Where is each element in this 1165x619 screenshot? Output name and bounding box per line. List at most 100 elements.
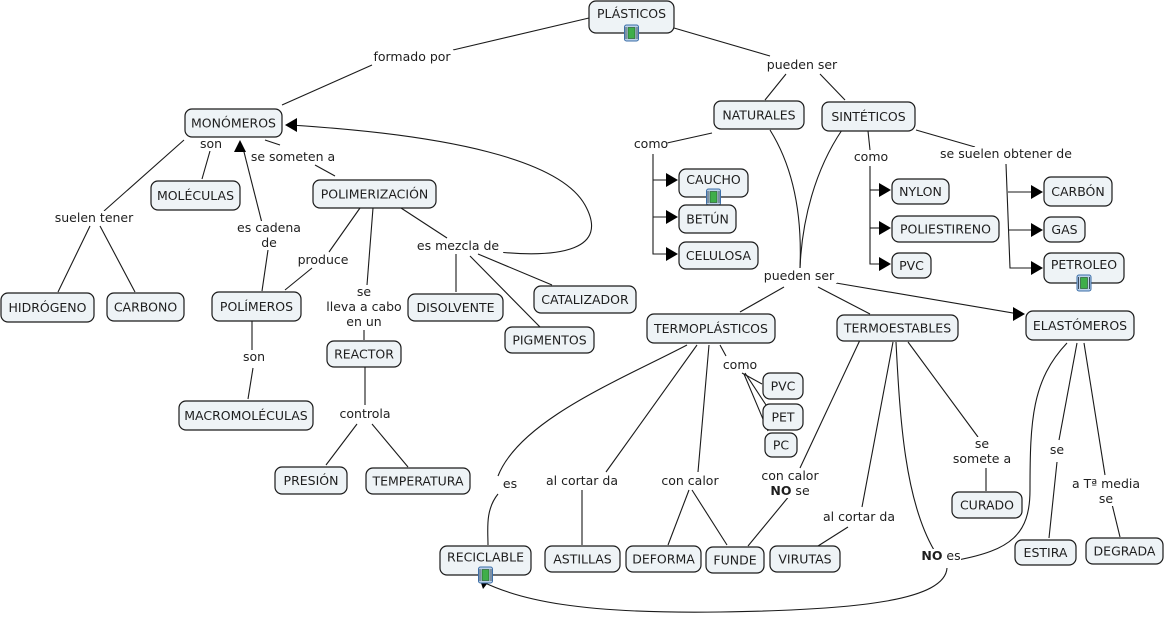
linking-phrase: lleva a cabo xyxy=(326,299,401,314)
concept-node-degrada[interactable]: DEGRADA xyxy=(1085,537,1164,565)
concept-node-curado[interactable]: CURADO xyxy=(951,491,1023,519)
node-box xyxy=(764,432,798,458)
concept-node-virutas[interactable]: VIRUTAS xyxy=(769,545,841,573)
node-box xyxy=(184,108,283,138)
label-background xyxy=(723,358,757,372)
concept-node-estira[interactable]: ESTIRA xyxy=(1014,539,1077,566)
node-box xyxy=(625,545,702,573)
connector-line xyxy=(366,207,374,286)
concept-node-reactor[interactable]: REACTOR xyxy=(326,340,402,368)
video-resource-icon[interactable] xyxy=(1076,274,1092,292)
concept-node-plasticos[interactable]: PLÁSTICOS xyxy=(588,0,675,34)
concept-node-celulosa[interactable]: CELULOSA xyxy=(678,241,759,270)
connector-line xyxy=(325,423,358,466)
connector-line xyxy=(747,494,791,547)
connector-line xyxy=(497,344,688,477)
connector-line xyxy=(817,526,849,547)
concept-node-funde[interactable]: FUNDE xyxy=(705,546,765,574)
video-resource-icon[interactable] xyxy=(624,24,639,42)
node-box xyxy=(407,293,504,322)
concept-node-gas[interactable]: GAS xyxy=(1043,216,1086,243)
arrowhead-icon xyxy=(1013,307,1025,321)
connector-line xyxy=(99,225,136,293)
connector-line xyxy=(861,341,894,508)
concept-node-naturales[interactable]: NATURALES xyxy=(713,100,805,130)
label-background xyxy=(634,137,668,151)
concept-node-catalizador[interactable]: CATALIZADOR xyxy=(533,285,637,314)
connector-line xyxy=(739,286,785,313)
concept-node-poliestireno[interactable]: POLIESTIRENO xyxy=(891,215,1000,243)
concept-node-polimeros[interactable]: POLÍMEROS xyxy=(211,291,302,322)
concept-node-macromoleculas[interactable]: MACROMOLÉCULAS xyxy=(178,400,314,431)
label-background xyxy=(354,285,374,299)
concept-node-presion[interactable]: PRESIÓN xyxy=(274,466,348,495)
concept-node-caucho[interactable]: CAUCHO xyxy=(678,168,749,198)
concept-node-pvc[interactable]: PVC xyxy=(891,252,932,279)
node-box xyxy=(326,340,402,368)
node-label: MONÓMEROS xyxy=(191,116,276,131)
connector-line xyxy=(697,344,710,473)
arrowhead-icon xyxy=(285,118,297,132)
linking-phrase: como xyxy=(723,357,757,372)
node-label: ELASTÓMEROS xyxy=(1033,318,1127,333)
concept-node-temperatura[interactable]: TEMPERATURA xyxy=(365,467,471,495)
connector-line xyxy=(835,282,1020,315)
label-background xyxy=(344,315,384,329)
linking-phrase: a Tª media xyxy=(1072,476,1140,491)
concept-node-monomeros[interactable]: MONÓMEROS xyxy=(184,108,283,138)
node-box xyxy=(1043,216,1086,243)
arrowhead-icon xyxy=(1031,261,1043,275)
node-label: VIRUTAS xyxy=(778,552,831,567)
connector-line xyxy=(819,73,846,101)
concept-node-pvc[interactable]: PVC xyxy=(762,372,804,400)
concept-node-deforma[interactable]: DEFORMA xyxy=(625,545,702,573)
concept-node-polimerizacion[interactable]: POLIMERIZACIÓN xyxy=(312,179,437,209)
concept-node-hidrogeno[interactable]: HIDRÓGENO xyxy=(0,292,95,323)
linking-phrase: NO se xyxy=(770,483,810,498)
node-label: PVC xyxy=(771,379,796,394)
node-label: CELULOSA xyxy=(686,248,752,263)
concept-node-termoplasticos[interactable]: TERMOPLÁSTICOS xyxy=(646,313,776,344)
concept-node-petroleo[interactable]: PETROLEO xyxy=(1043,252,1125,284)
node-label: DISOLVENTE xyxy=(416,300,494,315)
concept-node-pc[interactable]: PC xyxy=(764,432,798,458)
linking-phrase: controla xyxy=(340,406,391,421)
node-label: PC xyxy=(773,438,790,453)
concept-node-termoestables[interactable]: TERMOESTABLES xyxy=(836,314,959,342)
concept-node-betun[interactable]: BETÚN xyxy=(678,204,737,234)
node-box xyxy=(705,546,765,574)
node-label: MACROMOLÉCULAS xyxy=(184,408,308,423)
label-background xyxy=(854,150,888,164)
concept-node-moleculas[interactable]: MOLÉCULAS xyxy=(150,180,241,211)
connector-line xyxy=(371,423,409,468)
node-label: CAUCHO xyxy=(686,172,741,187)
connector-line xyxy=(469,255,541,328)
linking-phrase: como xyxy=(634,136,668,151)
node-box xyxy=(312,179,437,209)
connector-line xyxy=(915,129,976,148)
arrowhead-icon xyxy=(1031,223,1043,237)
concept-node-elastomeros[interactable]: ELASTÓMEROS xyxy=(1025,310,1135,341)
concept-node-pigmentos[interactable]: PIGMENTOS xyxy=(504,326,595,354)
concept-node-astillas[interactable]: ASTILLAS xyxy=(544,545,621,573)
node-box xyxy=(504,326,595,354)
video-resource-icon[interactable] xyxy=(706,188,721,206)
concept-node-pet[interactable]: PET xyxy=(762,403,804,431)
node-label: TEMPERATURA xyxy=(371,474,463,489)
connector-line xyxy=(673,27,771,57)
label-background xyxy=(770,484,810,498)
concept-node-carbono[interactable]: CARBONO xyxy=(106,292,185,322)
connector-line xyxy=(957,342,1068,561)
concept-node-sinteticos[interactable]: SINTÉTICOS xyxy=(821,101,916,132)
connector-line xyxy=(452,17,590,51)
connector-line xyxy=(895,341,935,551)
concept-node-disolvente[interactable]: DISOLVENTE xyxy=(407,293,504,322)
label-background xyxy=(761,269,837,283)
linking-phrase: se suelen obtener de xyxy=(940,146,1072,161)
linking-phrase: somete a xyxy=(953,451,1011,466)
label-background xyxy=(764,58,840,72)
concept-node-carbon[interactable]: CARBÓN xyxy=(1043,176,1113,207)
video-resource-icon[interactable] xyxy=(478,566,493,584)
node-label: PETROLEO xyxy=(1051,257,1117,272)
concept-node-nylon[interactable]: NYLON xyxy=(891,178,950,205)
